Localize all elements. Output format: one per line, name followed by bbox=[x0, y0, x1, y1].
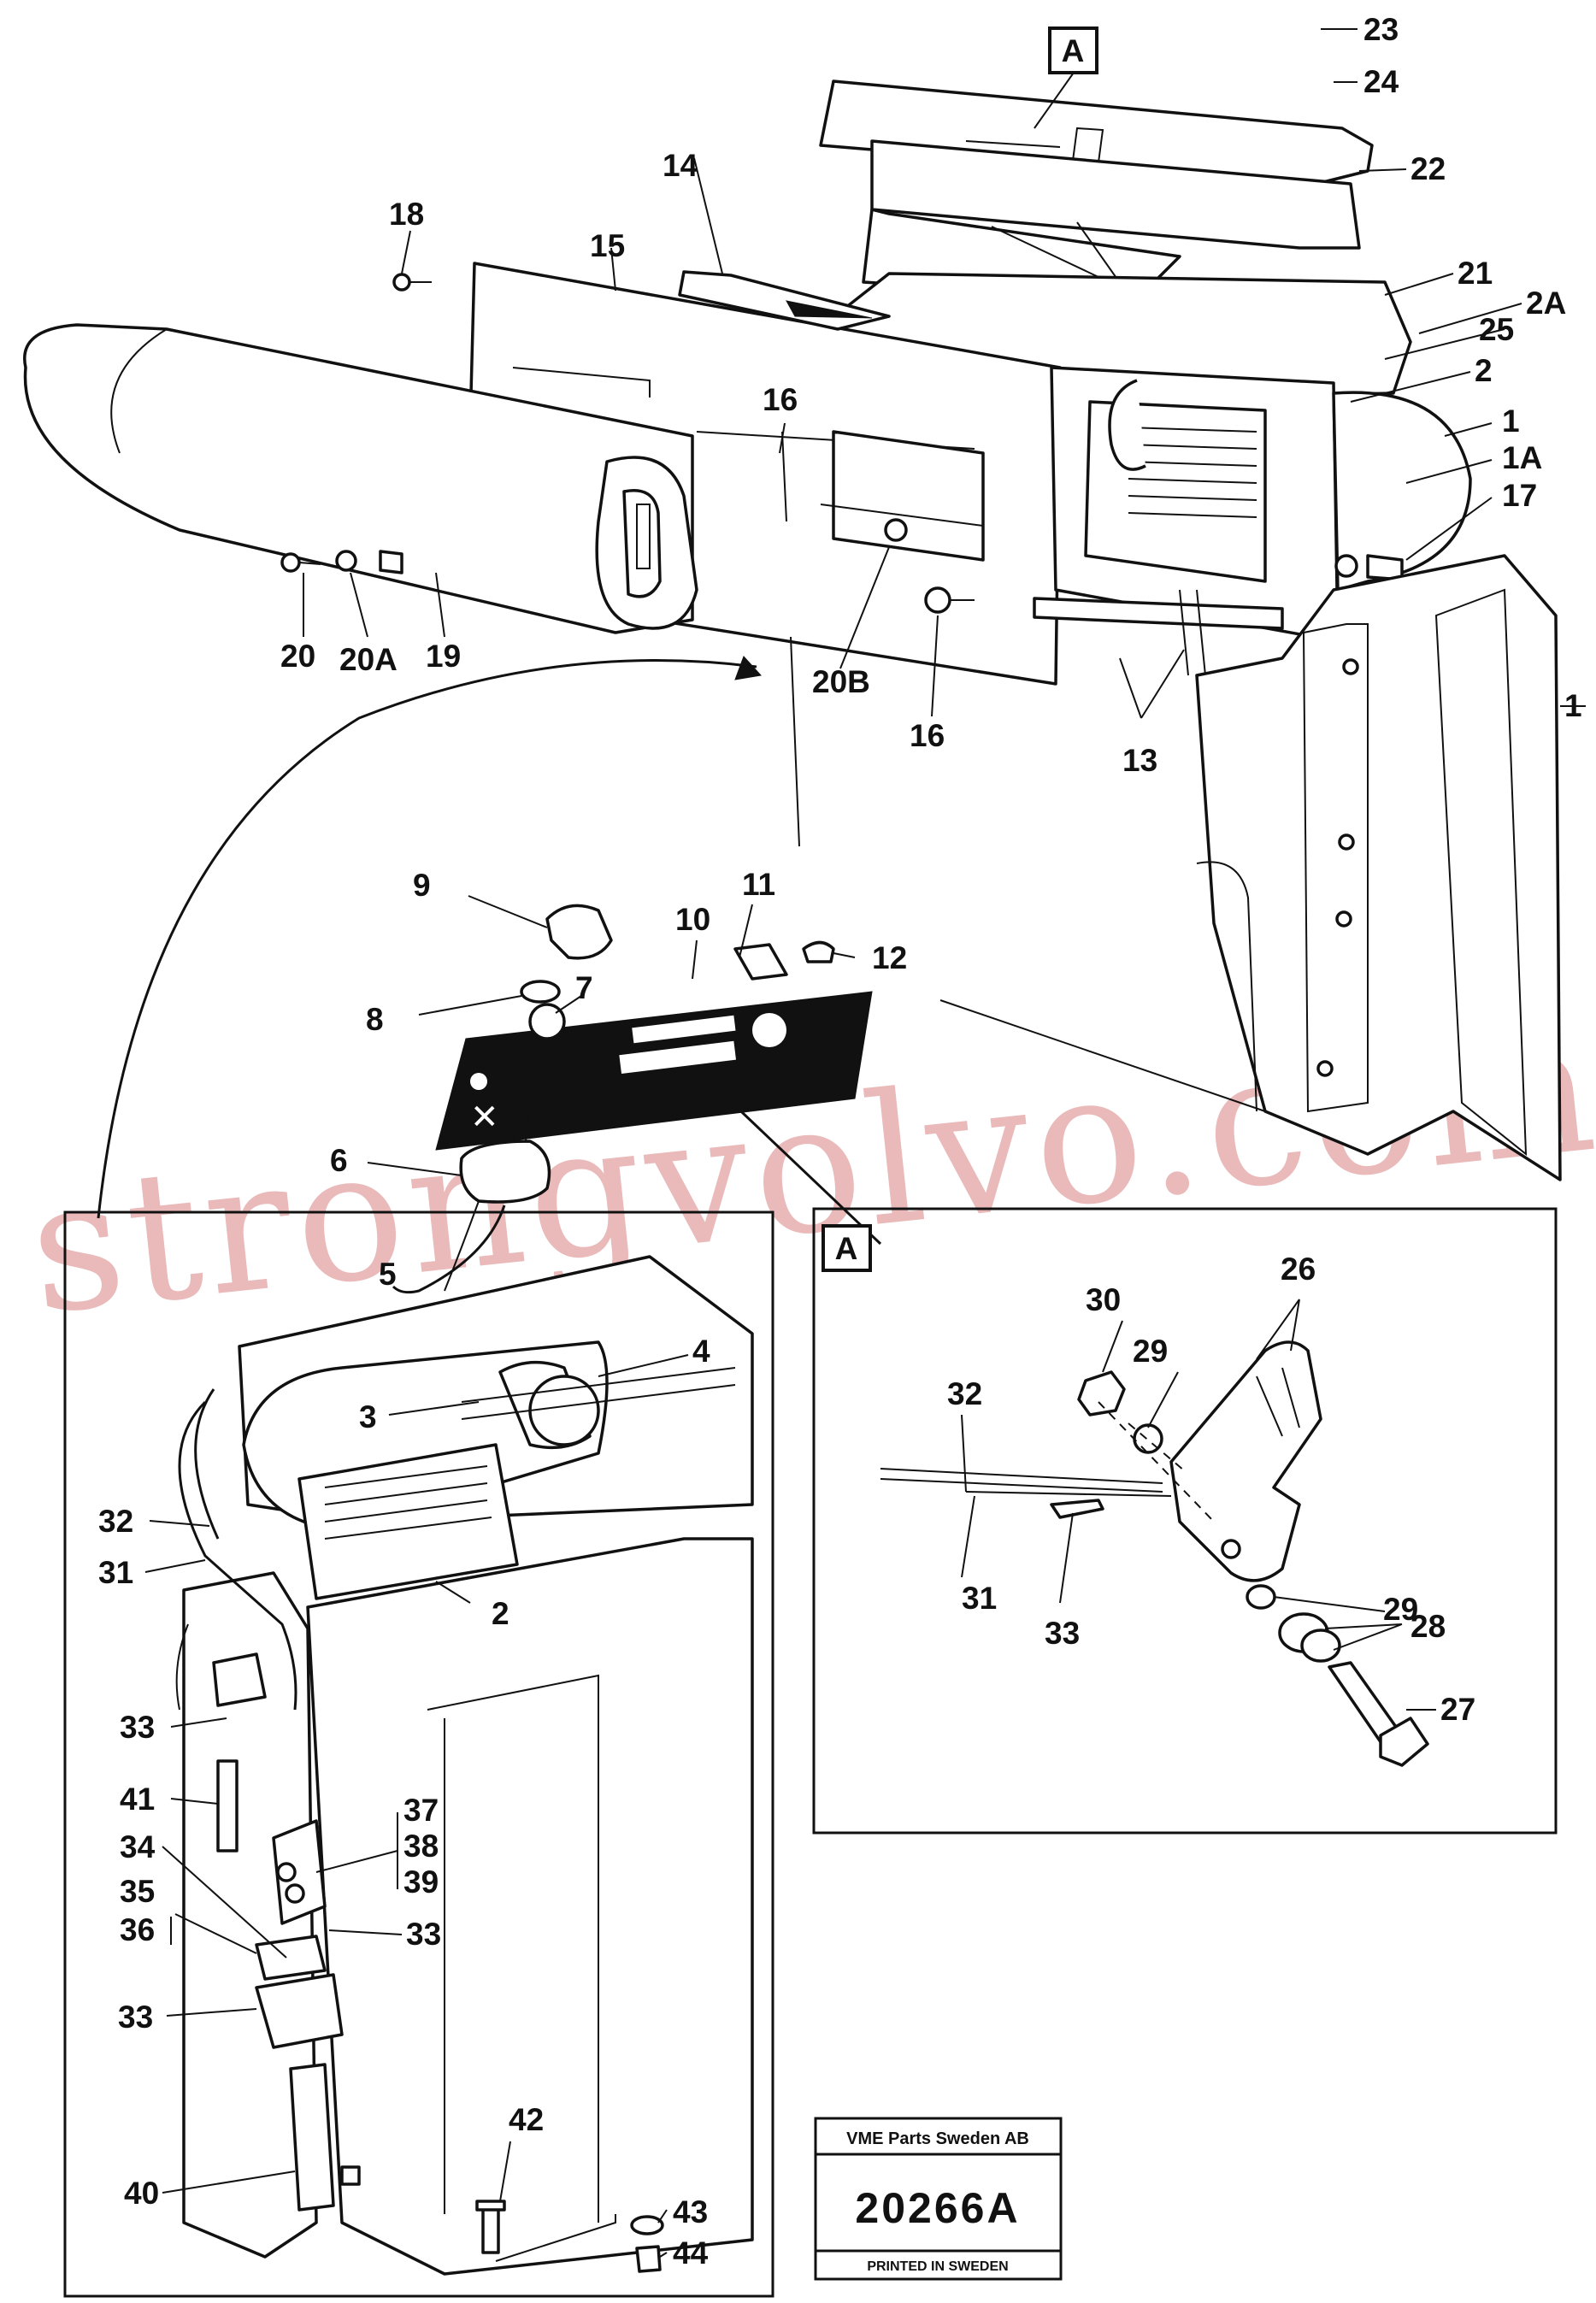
part-label-33-detail: 33 bbox=[1045, 1616, 1080, 1651]
part-label-21: 21 bbox=[1458, 256, 1493, 291]
part-label-1: 1 bbox=[1502, 403, 1520, 439]
part-label-5: 5 bbox=[379, 1257, 397, 1292]
part-label-14: 14 bbox=[663, 148, 698, 183]
part-label-29-lower: 29 bbox=[1383, 1592, 1418, 1627]
lower-detail-frame bbox=[63, 1210, 774, 2298]
detail-a-assembly bbox=[880, 1340, 1429, 1767]
part-label-3: 3 bbox=[359, 1399, 377, 1434]
detail-ref-tag-top: A bbox=[1048, 27, 1098, 74]
part-label-2A: 2A bbox=[1526, 286, 1566, 321]
part-label-41: 41 bbox=[120, 1782, 155, 1817]
part-label-33-a: 33 bbox=[120, 1710, 155, 1745]
part-label-33-c: 33 bbox=[118, 2000, 153, 2035]
part-label-27: 27 bbox=[1440, 1692, 1475, 1727]
part-label-18: 18 bbox=[389, 197, 424, 232]
part-label-38: 38 bbox=[403, 1829, 439, 1864]
part-label-35: 35 bbox=[120, 1874, 155, 1909]
stamp-number: 20266A bbox=[855, 2184, 1020, 2232]
part-label-29-upper: 29 bbox=[1133, 1334, 1168, 1369]
part-label-43: 43 bbox=[673, 2194, 708, 2229]
lower-assembly bbox=[175, 1255, 754, 2276]
part-label-32-lower: 32 bbox=[98, 1504, 133, 1539]
part-label-2-lower: 2 bbox=[492, 1596, 509, 1631]
part-label-26: 26 bbox=[1281, 1252, 1316, 1287]
part-label-40: 40 bbox=[124, 2176, 159, 2211]
part-label-19: 19 bbox=[426, 639, 461, 674]
part-label-25: 25 bbox=[1479, 312, 1514, 347]
part-label-39: 39 bbox=[403, 1864, 439, 1900]
part-label-31-detail: 31 bbox=[962, 1581, 997, 1616]
stamp-company: VME Parts Sweden AB bbox=[846, 2129, 1029, 2148]
part-label-9: 9 bbox=[413, 868, 431, 903]
part-labels: 23 24 22 21 2A 25 2 1 1A 17 1 13 16 20B … bbox=[98, 12, 1582, 2271]
part-label-44: 44 bbox=[673, 2235, 709, 2271]
part-label-11: 11 bbox=[742, 867, 775, 902]
svg-text:✕: ✕ bbox=[470, 1098, 499, 1137]
part-label-28: 28 bbox=[1410, 1609, 1446, 1644]
part-label-4: 4 bbox=[692, 1334, 710, 1369]
detail-ref-label: A bbox=[1062, 33, 1085, 68]
detail-a-frame bbox=[812, 1207, 1558, 1835]
part-label-1A: 1A bbox=[1502, 440, 1542, 475]
part-label-20A: 20A bbox=[339, 642, 398, 677]
part-label-20B: 20B bbox=[812, 664, 870, 699]
top-assembly bbox=[23, 80, 1562, 1181]
part-label-22: 22 bbox=[1410, 151, 1446, 186]
leader-lines bbox=[144, 28, 1586, 2258]
detail-ref-label: A bbox=[835, 1231, 858, 1266]
part-label-34: 34 bbox=[120, 1829, 156, 1864]
part-label-12: 12 bbox=[872, 940, 907, 975]
detail-ref-tag-box: A bbox=[822, 1224, 872, 1272]
stamp-footer: PRINTED IN SWEDEN bbox=[867, 2259, 1008, 2274]
part-label-10: 10 bbox=[675, 902, 710, 937]
part-label-23: 23 bbox=[1363, 12, 1399, 47]
connector-arc bbox=[97, 659, 757, 1219]
part-label-16-upper: 16 bbox=[763, 382, 798, 417]
part-label-37: 37 bbox=[403, 1793, 439, 1828]
part-label-17: 17 bbox=[1502, 478, 1537, 513]
part-label-15: 15 bbox=[590, 228, 625, 263]
part-label-20: 20 bbox=[280, 639, 315, 674]
part-label-30: 30 bbox=[1086, 1282, 1121, 1317]
part-label-36: 36 bbox=[120, 1912, 155, 1947]
part-label-6: 6 bbox=[330, 1143, 348, 1178]
part-label-24: 24 bbox=[1363, 64, 1399, 99]
part-label-32-detail: 32 bbox=[947, 1376, 982, 1411]
catalog-stamp: VME Parts Sweden AB 20266A PRINTED IN SW… bbox=[814, 2117, 1063, 2281]
part-label-33-b: 33 bbox=[406, 1917, 441, 1952]
detail-arrow bbox=[708, 1080, 882, 1246]
part-label-2: 2 bbox=[1475, 353, 1493, 388]
part-label-7: 7 bbox=[575, 970, 593, 1005]
part-label-8: 8 bbox=[366, 1002, 384, 1037]
part-label-13: 13 bbox=[1122, 743, 1157, 778]
part-label-31-lower: 31 bbox=[98, 1555, 133, 1590]
part-label-1-console: 1 bbox=[1564, 688, 1582, 723]
part-label-42: 42 bbox=[509, 2102, 544, 2137]
part-label-16-lower: 16 bbox=[910, 718, 945, 753]
control-panel: ✕ bbox=[392, 904, 873, 1294]
